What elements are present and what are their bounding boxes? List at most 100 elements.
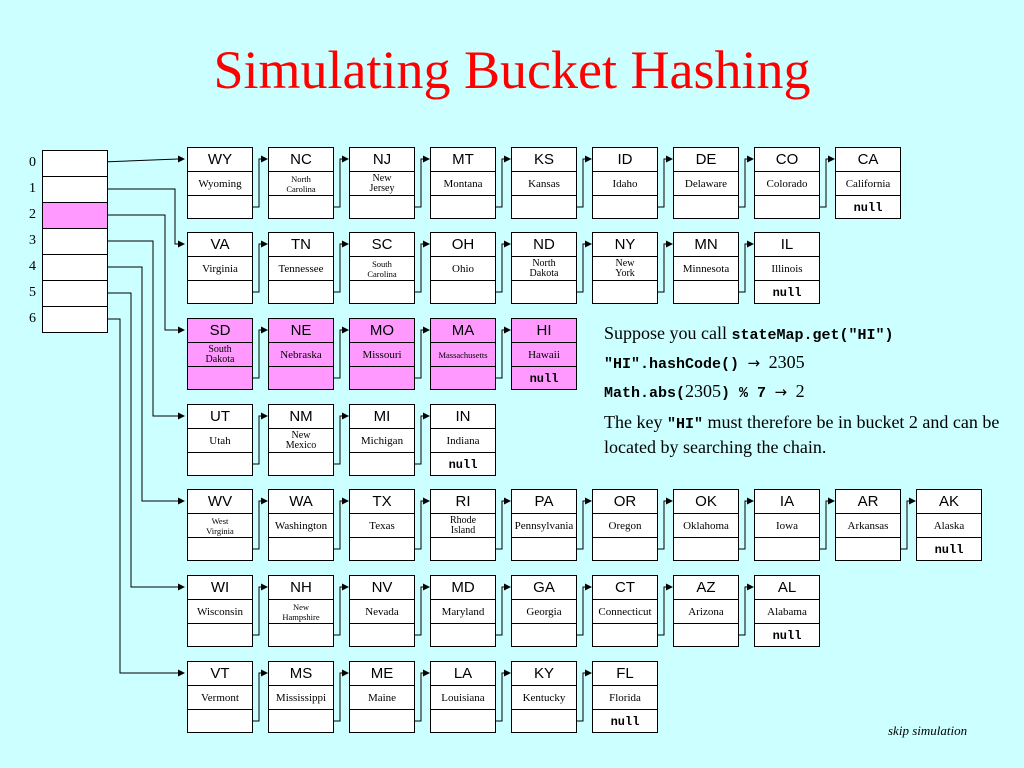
bucket-cell-6 <box>42 306 108 333</box>
explanation-line-2: "HI".hashCode() → 2305 <box>604 349 1014 378</box>
state-name: Colorado <box>755 172 819 196</box>
state-name: Massachusetts <box>431 343 495 367</box>
state-name: Michigan <box>350 429 414 453</box>
arrowhead-icon <box>261 240 268 248</box>
bucket-result: 2 <box>795 381 805 401</box>
state-abbreviation: HI <box>512 319 576 343</box>
null-pointer: null <box>772 629 802 643</box>
arrowhead-icon <box>178 240 185 248</box>
skip-simulation-link[interactable]: skip simulation <box>888 723 968 738</box>
state-abbreviation: IL <box>755 233 819 257</box>
state-abbreviation: PA <box>512 490 576 514</box>
arrowhead-icon <box>504 240 511 248</box>
bucket-pointer <box>75 266 178 502</box>
bucket-index: 3 <box>29 233 36 248</box>
arrowhead-icon <box>666 155 673 163</box>
state-name: Texas <box>350 514 414 538</box>
state-abbreviation: MA <box>431 319 495 343</box>
arrowhead-icon <box>261 583 268 591</box>
arrowhead-icon <box>423 669 430 677</box>
state-abbreviation: NJ <box>350 148 414 172</box>
arrowhead-icon <box>261 669 268 677</box>
arrowhead-icon <box>585 669 592 677</box>
arrowhead-icon <box>342 155 349 163</box>
arrowhead-icon <box>342 497 349 505</box>
state-abbreviation: WA <box>269 490 333 514</box>
state-name: Alabama <box>755 600 819 624</box>
state-abbreviation: IA <box>755 490 819 514</box>
state-name: Missouri <box>350 343 414 367</box>
bucket-pointer <box>75 214 178 331</box>
state-abbreviation: IN <box>431 405 495 429</box>
state-abbreviation: CT <box>593 576 657 600</box>
bucket-cell-1 <box>42 176 108 203</box>
explanation-code: "HI" <box>666 416 703 433</box>
state-abbreviation: MN <box>674 233 738 257</box>
arrowhead-icon <box>666 240 673 248</box>
bucket-cell-0 <box>42 150 108 177</box>
state-abbreviation: VA <box>188 233 252 257</box>
abs-call-start: Math.abs( <box>604 385 686 402</box>
state-name: Idaho <box>593 172 657 196</box>
bucket-index: 0 <box>29 155 36 170</box>
state-abbreviation: RI <box>431 490 495 514</box>
state-name: Nebraska <box>269 343 333 367</box>
arrowhead-icon <box>178 412 185 420</box>
explanation-line-1: Suppose you call stateMap.get("HI") <box>604 320 1014 349</box>
arrowhead-icon <box>342 326 349 334</box>
state-abbreviation: VT <box>188 662 252 686</box>
arrowhead-icon <box>504 497 511 505</box>
null-pointer: null <box>610 715 640 729</box>
state-abbreviation: OK <box>674 490 738 514</box>
state-name: Florida <box>593 686 657 710</box>
state-abbreviation: KS <box>512 148 576 172</box>
arrowhead-icon <box>178 583 185 591</box>
state-abbreviation: CA <box>836 148 900 172</box>
arrowhead-icon <box>261 155 268 163</box>
state-abbreviation: NM <box>269 405 333 429</box>
state-name: Arizona <box>674 600 738 624</box>
arrowhead-icon <box>423 412 430 420</box>
arrowhead-icon <box>178 326 185 334</box>
state-abbreviation: MT <box>431 148 495 172</box>
state-name: Connecticut <box>593 600 657 624</box>
state-abbreviation: CO <box>755 148 819 172</box>
hashcode-call: "HI".hashCode() <box>604 356 740 373</box>
state-abbreviation: NV <box>350 576 414 600</box>
state-name: Delaware <box>674 172 738 196</box>
state-abbreviation: NE <box>269 319 333 343</box>
state-name: Vermont <box>188 686 252 710</box>
